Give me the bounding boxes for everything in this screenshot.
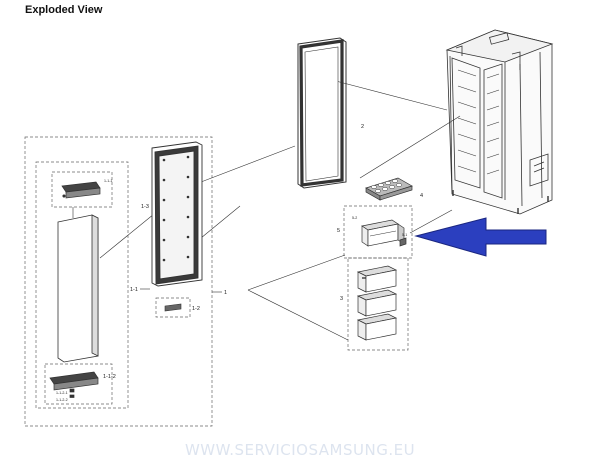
door-bins [356, 265, 398, 341]
callout-1: 1 [224, 290, 227, 296]
callout-5: 5 [337, 228, 340, 234]
callout-5-1: 5-1 [402, 233, 407, 237]
leader-lines [72, 79, 461, 341]
door-panel [57, 214, 99, 363]
callout-1-1-2-2: 1-1-2-2 [56, 398, 68, 402]
callout-labels: 1 1-1 1-1-1 1-2 1-3 1-1-2 1-1-2-1 1-1-2-… [56, 124, 423, 402]
door-bin-middle [356, 289, 398, 317]
door-bin-top [356, 265, 398, 293]
callout-4: 4 [420, 193, 423, 199]
door-stopper [164, 303, 182, 312]
callout-1-1-2: 1-1-2 [103, 374, 116, 380]
door-bin-bottom [356, 313, 398, 341]
lower-hinge [49, 371, 99, 398]
pointer-arrow [414, 217, 547, 257]
assembly-group-box [24, 136, 413, 427]
callout-1-2: 1-2 [192, 306, 200, 312]
callout-1-1-2-1: 1-1-2-1 [56, 391, 68, 395]
callout-5-2: 5-2 [352, 216, 357, 220]
refrigerator-cabinet [445, 29, 554, 215]
callout-1-1-1: 1-1-1 [104, 179, 112, 183]
egg-tray [365, 177, 413, 201]
callout-1-1: 1-1 [130, 287, 138, 293]
watermark: WWW.SERVICIOSAMSUNG.EU [184, 441, 416, 459]
door-liner [151, 141, 203, 287]
callout-3: 3 [340, 296, 343, 302]
upper-hinge [61, 181, 101, 199]
callout-2: 2 [361, 124, 364, 130]
door-guard-bin [361, 219, 407, 247]
diagram-title: Exploded View [25, 4, 103, 16]
door-gasket [297, 37, 347, 189]
callout-1-3: 1-3 [141, 204, 149, 210]
